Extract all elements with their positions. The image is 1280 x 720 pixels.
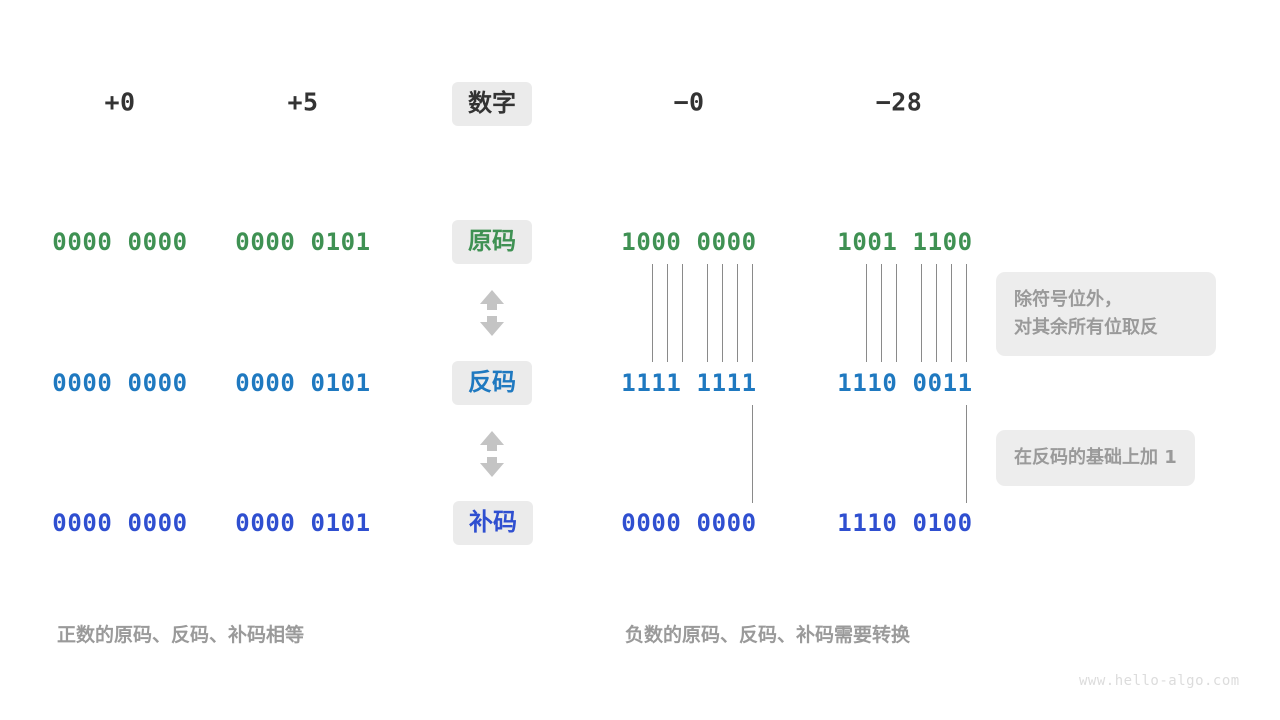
connector-line <box>936 264 937 362</box>
ones-complement-value-plus-zero: 0000 0000 <box>52 369 188 397</box>
connector-line <box>866 264 867 362</box>
true-form-value-minus-zero: 1000 0000 <box>621 228 757 256</box>
header-column-plus-zero: +0 <box>104 87 136 117</box>
header-column-minus-twentyeight: −28 <box>875 87 923 117</box>
double-arrow-icon <box>480 290 504 336</box>
add-one-note: 在反码的基础上加 1 <box>996 430 1195 486</box>
twos-complement-value-plus-zero: 0000 0000 <box>52 509 188 537</box>
row-label-ones-complement: 反码 <box>452 361 532 405</box>
row-label-true-form: 原码 <box>452 220 532 264</box>
true-form-value-plus-five: 0000 0101 <box>235 228 371 256</box>
connector-line <box>682 264 683 362</box>
row-label-twos-complement: 补码 <box>453 501 533 545</box>
connector-line <box>966 405 967 503</box>
connector-line <box>722 264 723 362</box>
connector-line <box>752 264 753 362</box>
arrow-ones-to-twos <box>477 430 507 478</box>
ones-complement-value-minus-zero: 1111 1111 <box>621 369 757 397</box>
connector-line <box>951 264 952 362</box>
twos-complement-value-minus-twentyeight: 1110 0100 <box>837 509 973 537</box>
connector-line <box>921 264 922 362</box>
arrow-true-to-ones <box>477 289 507 337</box>
connector-line <box>752 405 753 503</box>
twos-complement-value-plus-five: 0000 0101 <box>235 509 371 537</box>
twos-complement-value-minus-zero: 0000 0000 <box>621 509 757 537</box>
ones-complement-value-plus-five: 0000 0101 <box>235 369 371 397</box>
connector-line <box>896 264 897 362</box>
watermark: www.hello-algo.com <box>1079 673 1240 689</box>
connector-line <box>737 264 738 362</box>
ones-complement-value-minus-twentyeight: 1110 0011 <box>837 369 973 397</box>
header-label-number: 数字 <box>452 82 532 126</box>
connector-line <box>707 264 708 362</box>
connector-line <box>652 264 653 362</box>
connector-line <box>881 264 882 362</box>
true-form-value-minus-twentyeight: 1001 1100 <box>837 228 973 256</box>
connector-line <box>966 264 967 362</box>
double-arrow-icon <box>480 431 504 477</box>
negative-caption: 负数的原码、反码、补码需要转换 <box>625 624 911 646</box>
true-form-value-plus-zero: 0000 0000 <box>52 228 188 256</box>
header-column-plus-five: +5 <box>287 87 319 117</box>
invert-note: 除符号位外， 对其余所有位取反 <box>996 272 1216 356</box>
header-column-minus-zero: −0 <box>673 87 705 117</box>
connector-line <box>667 264 668 362</box>
positive-caption: 正数的原码、反码、补码相等 <box>57 624 305 646</box>
